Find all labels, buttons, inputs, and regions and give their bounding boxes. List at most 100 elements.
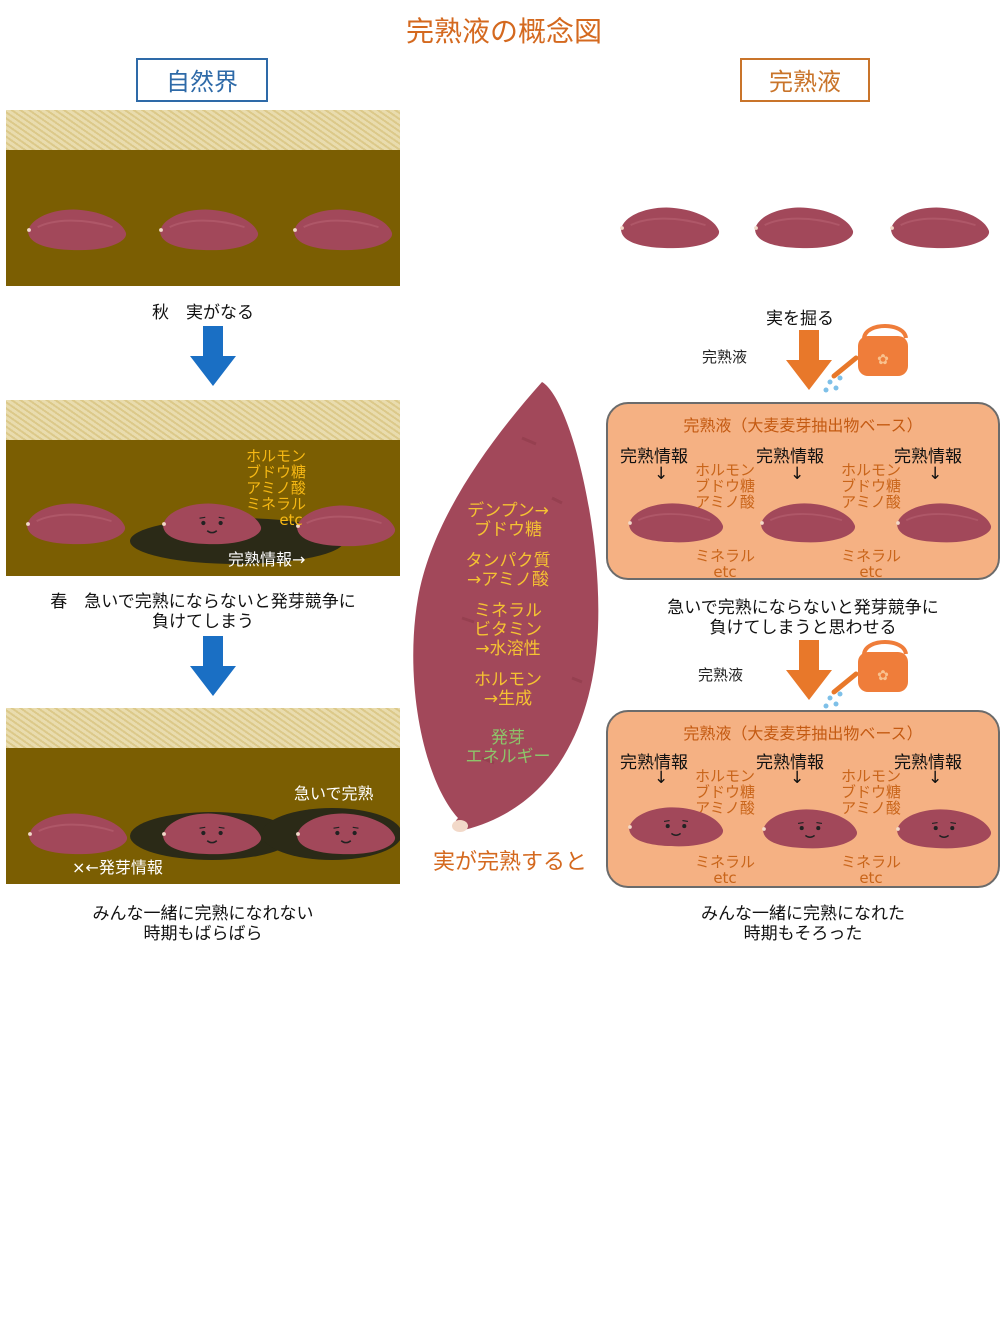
mineral-group: ミネラル etc [690, 854, 760, 886]
caption-line: みんな一緒に完熟になれた [701, 904, 905, 924]
energy-label: エネルギー [465, 747, 551, 767]
etc-label: etc [859, 563, 883, 581]
nature-panel-result: 急いで完熟 ×←発芽情報 [6, 708, 400, 884]
svg-text:✿: ✿ [877, 668, 889, 684]
conversion-label: ホルモン [474, 670, 542, 690]
mineral-label: ミネラル [694, 853, 755, 871]
sweet-potato [754, 500, 862, 546]
nutrient-label: アミノ酸 [695, 493, 755, 511]
nutrient-label: アミノ酸 [695, 799, 755, 817]
blue-arrow-down [190, 326, 236, 386]
mineral-group: ミネラル etc [690, 548, 760, 580]
caption-line: 時期もばらばら [143, 924, 263, 944]
down-arrow: ↓ [654, 464, 669, 484]
watering-can-icon: ✿ [823, 324, 908, 393]
box-title: 完熟液（大麦麦芽抽出物ベース） [683, 724, 923, 743]
sweet-potato [890, 500, 998, 546]
energy-label: 発芽 [491, 728, 525, 748]
sweet-potato [748, 204, 860, 252]
ripening-info-label: 完熟情報 [756, 447, 824, 467]
conversion-label: →アミノ酸 [467, 570, 549, 590]
nutrient-label: ホルモン [694, 767, 755, 785]
caption-line: 急いで完熟にならないと発芽競争に [667, 598, 939, 618]
mineral-group: ミネラル etc [836, 854, 906, 886]
conversion-label: →生成 [483, 689, 533, 709]
blue-arrow-down [190, 636, 236, 696]
sweet-potato [22, 206, 132, 254]
caption-trick: 急いで完熟にならないと発芽競争に 負けてしまうと思わせる [606, 598, 1000, 638]
center-caption: 実が完熟すると [432, 850, 587, 875]
nutrient-list: ホルモン ブドウ糖 アミノ酸 [690, 768, 760, 816]
nature-panel-autumn [6, 110, 400, 286]
sweet-potato-smiling [156, 810, 268, 858]
down-arrow: ↓ [928, 768, 943, 788]
ripening-info-label: 完熟情報 [756, 753, 824, 773]
sweet-potato [22, 810, 134, 858]
conversion-list: デンプン→ ブドウ糖 タンパク質 →アミノ酸 ミネラル ビタミン →水溶性 ホル… [440, 502, 576, 767]
nutrient-list: ホルモン ブドウ糖 アミノ酸 [836, 462, 906, 510]
conversion-label: タンパク質 [465, 551, 551, 571]
conversion-label: ブドウ糖 [474, 520, 542, 540]
ripening-liquid-box: 完熟液（大麦麦芽抽出物ベース） 完熟情報 完熟情報 完熟情報 ↓ ↓ ↓ ホルモ… [606, 710, 1000, 888]
mineral-group: ミネラル etc [836, 548, 906, 580]
nutrient-label: ホルモン [694, 461, 755, 479]
nutrient-label: etc [279, 511, 303, 529]
nutrient-label: ブドウ糖 [840, 783, 901, 801]
caption-dig: 実を掘る [766, 309, 834, 329]
down-arrow: ↓ [790, 464, 805, 484]
sweet-potato [288, 206, 398, 254]
ripening-info-label: 完熟情報→ [228, 550, 306, 569]
nutrient-label: ブドウ糖 [694, 783, 755, 801]
etc-label: etc [713, 869, 737, 887]
mineral-label: ミネラル [694, 547, 755, 565]
left-header: 自然界 [136, 58, 268, 102]
nutrient-label: ブドウ糖 [694, 477, 755, 495]
conversion-label: デンプン→ [467, 501, 549, 521]
ripening-liquid-box: 完熟液（大麦麦芽抽出物ベース） 完熟情報 完熟情報 完熟情報 ↓ ↓ ↓ ホルモ… [606, 402, 1000, 580]
conversion-label: ビタミン [474, 620, 542, 640]
sweet-potato [614, 204, 726, 252]
mineral-label: ミネラル [840, 853, 901, 871]
ripening-info-label: 完熟情報 [894, 753, 962, 773]
nutrient-label: アミノ酸 [246, 479, 306, 497]
sweet-potato-smiling [890, 806, 998, 852]
grass-strip [6, 708, 400, 748]
sweet-potato [20, 500, 132, 548]
caption-spring: 春 急いで完熟にならないと発芽競争に 負けてしまう [6, 592, 400, 632]
caption-result: みんな一緒に完熟になれない 時期もばらばら [6, 904, 400, 944]
page-title: 完熟液の概念図 [405, 15, 602, 48]
sweet-potato [622, 500, 730, 546]
orange-arrow-down [786, 330, 832, 390]
right-header: 完熟液 [740, 58, 870, 102]
ripening-info-label: 完熟情報 [620, 447, 688, 467]
ripening-info-label: 完熟情報 [894, 447, 962, 467]
etc-label: etc [713, 563, 737, 581]
nutrient-label: ブドウ糖 [245, 463, 306, 481]
nature-panel-spring: ホルモン ブドウ糖 アミノ酸 ミネラル etc 完熟情報→ [6, 400, 400, 576]
caption-line: 春 急いで完熟にならないと発芽競争に [50, 592, 356, 612]
ripening-info-label: 完熟情報 [620, 753, 688, 773]
caption-line: 負けてしまうと思わせる [709, 618, 897, 638]
etc-label: etc [859, 869, 883, 887]
box-title: 完熟液（大麦麦芽抽出物ベース） [683, 416, 923, 435]
liquid-label: 完熟液 [702, 348, 748, 366]
nutrient-label: ミネラル [245, 495, 306, 513]
sweet-potato-smiling [622, 804, 730, 850]
conversion-label: ミネラル [474, 601, 542, 621]
sweet-potato [154, 206, 264, 254]
sweet-potato-smiling [756, 806, 864, 852]
caption-line: みんな一緒に完熟になれない [92, 904, 314, 924]
down-arrow: ↓ [654, 768, 669, 788]
caption-line: 負けてしまう [152, 612, 254, 632]
nutrient-list: ホルモン ブドウ糖 アミノ酸 ミネラル etc [236, 448, 316, 528]
sprout-info-label: ×←発芽情報 [72, 858, 163, 877]
caption-success: みんな一緒に完熟になれた 時期もそろった [606, 904, 1000, 944]
nutrient-label: ホルモン [840, 767, 901, 785]
down-arrow: ↓ [790, 768, 805, 788]
svg-text:✿: ✿ [877, 352, 889, 368]
hurry-ripen-label: 急いで完熟 [294, 784, 374, 803]
sweet-potato-smiling [290, 810, 400, 858]
nutrient-label: ホルモン [245, 447, 306, 465]
sweet-potato [884, 204, 996, 252]
nutrient-label: アミノ酸 [841, 493, 901, 511]
